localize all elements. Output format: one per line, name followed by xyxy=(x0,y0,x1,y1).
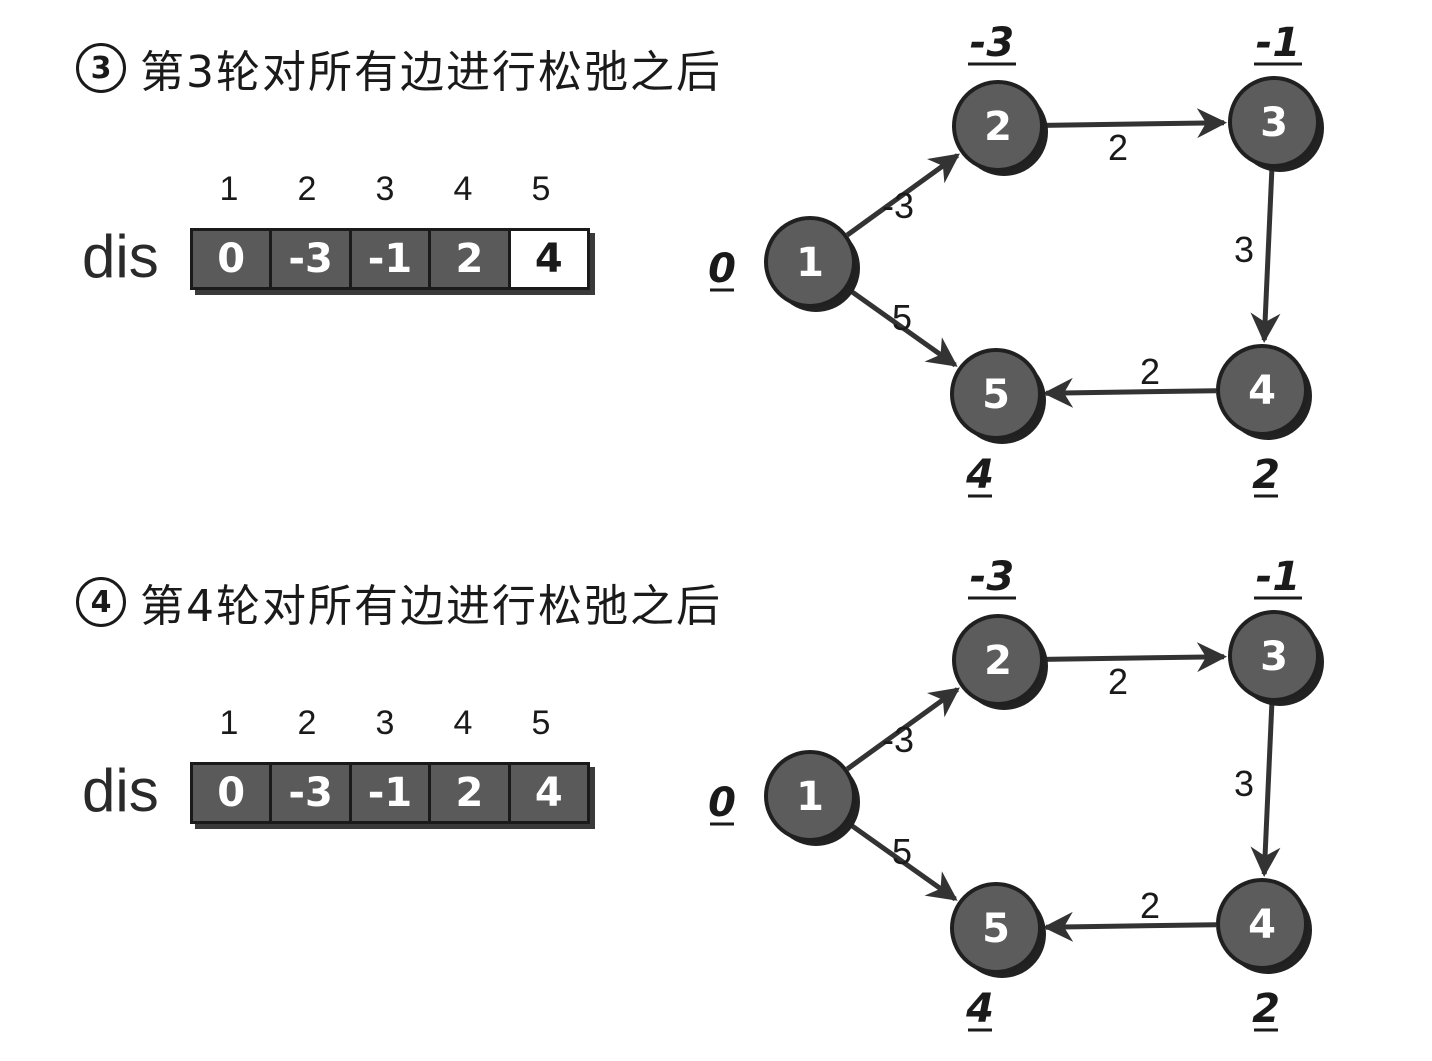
node-distance-label: -1 xyxy=(1256,20,1300,66)
array-index: 5 xyxy=(531,170,551,208)
node-label: 4 xyxy=(1248,368,1276,414)
edge-arrow xyxy=(1043,108,1228,139)
step-panel: 4 第4轮对所有边进行松弛之后 1 2 3 4 5 dis 0 -3 -1 2 … xyxy=(0,534,1432,1061)
array-index: 2 xyxy=(297,704,317,742)
node-label: 1 xyxy=(796,240,824,286)
edge-weight-label: 2 xyxy=(1140,351,1160,392)
node-label: 4 xyxy=(1248,902,1276,948)
node-distance-label: 4 xyxy=(965,986,994,1032)
array-cell: -3 xyxy=(272,231,352,287)
edge-weight-label: 2 xyxy=(1108,127,1128,168)
node-label: 1 xyxy=(796,774,824,820)
array-indices: 1 2 3 4 5 xyxy=(190,170,590,210)
step-panel: 3 第3轮对所有边进行松弛之后 1 2 3 4 5 dis 0 -3 -1 2 … xyxy=(0,0,1432,527)
edge-weight-label: -3 xyxy=(882,185,914,226)
edge-weight-label: 3 xyxy=(1234,763,1254,804)
graph-diagram: -3 2 3 2 5 1 0 2 -3 3 -1 4 2 5 4 xyxy=(708,554,1324,1032)
step-title: 4 第4轮对所有边进行松弛之后 xyxy=(76,574,722,632)
node-distance-label: -3 xyxy=(970,554,1014,600)
edge-weight-label: 2 xyxy=(1108,661,1128,702)
step-title: 3 第3轮对所有边进行松弛之后 xyxy=(76,40,722,98)
array-cell: -1 xyxy=(351,765,432,821)
edge-arrow xyxy=(846,820,958,902)
graph-node xyxy=(1216,344,1308,436)
edge-arrow xyxy=(845,687,960,772)
edge-arrow xyxy=(1250,701,1281,878)
dis-array: 0 -3 -1 2 4 xyxy=(190,228,590,290)
graph-node xyxy=(952,614,1044,706)
edge-weight-label: -3 xyxy=(882,719,914,760)
step-number-badge: 4 xyxy=(76,577,126,627)
node-distance-label: 4 xyxy=(965,452,994,498)
node-distance-label: 0 xyxy=(708,246,736,292)
edge-weight-label: 5 xyxy=(892,297,912,338)
node-label: 3 xyxy=(1260,634,1288,680)
array-cell: 2 xyxy=(431,765,511,821)
array-cell: 0 xyxy=(193,231,273,287)
node-distance-label: 2 xyxy=(1252,986,1280,1032)
edge-weight-label: 3 xyxy=(1234,229,1254,270)
array-index: 1 xyxy=(219,704,239,742)
graph-node xyxy=(952,80,1044,172)
edge-arrow xyxy=(1042,377,1217,408)
step-caption: 第3轮对所有边进行松弛之后 xyxy=(140,47,722,98)
node-distance-label: 0 xyxy=(708,780,736,826)
array-index: 1 xyxy=(219,170,239,208)
node-distance-label: -3 xyxy=(970,20,1014,66)
dis-array: 0 -3 -1 2 4 xyxy=(190,762,590,824)
array-label: dis xyxy=(82,223,159,290)
graph-node xyxy=(764,216,856,308)
array-cell: 4 xyxy=(510,231,588,287)
array-index: 4 xyxy=(453,704,473,742)
array-label: dis xyxy=(82,757,159,824)
graph-node xyxy=(1216,878,1308,970)
graph-node xyxy=(950,882,1042,974)
array-index: 3 xyxy=(375,170,395,208)
array-cell: -1 xyxy=(351,231,432,287)
step-number-badge: 3 xyxy=(76,43,126,93)
edge-arrow xyxy=(1250,167,1281,344)
edge-arrow xyxy=(1042,911,1217,942)
graph-node xyxy=(764,750,856,842)
edge-weight-label: 5 xyxy=(892,831,912,872)
array-cell: 4 xyxy=(510,765,588,821)
edge-arrow xyxy=(1043,642,1228,673)
node-label: 2 xyxy=(984,104,1012,150)
edge-weight-label: 2 xyxy=(1140,885,1160,926)
array-index: 4 xyxy=(453,170,473,208)
graph-diagram: -3 2 3 2 5 1 0 2 -3 3 -1 4 2 5 4 xyxy=(708,20,1324,498)
array-index: 3 xyxy=(375,704,395,742)
node-distance-label: 2 xyxy=(1252,452,1280,498)
graph-node xyxy=(950,348,1042,440)
array-cell: 0 xyxy=(193,765,273,821)
array-index: 2 xyxy=(297,170,317,208)
edge-arrow xyxy=(846,286,958,368)
array-cell: -3 xyxy=(272,765,352,821)
array-cell: 2 xyxy=(431,231,511,287)
array-index: 5 xyxy=(531,704,551,742)
array-indices: 1 2 3 4 5 xyxy=(190,704,590,744)
step-caption: 第4轮对所有边进行松弛之后 xyxy=(140,581,722,632)
graph-node xyxy=(1228,76,1320,168)
node-label: 2 xyxy=(984,638,1012,684)
node-label: 5 xyxy=(982,372,1010,418)
edge-arrow xyxy=(845,153,960,238)
node-label: 5 xyxy=(982,906,1010,952)
node-distance-label: -1 xyxy=(1256,554,1300,600)
graph-node xyxy=(1228,610,1320,702)
node-label: 3 xyxy=(1260,100,1288,146)
